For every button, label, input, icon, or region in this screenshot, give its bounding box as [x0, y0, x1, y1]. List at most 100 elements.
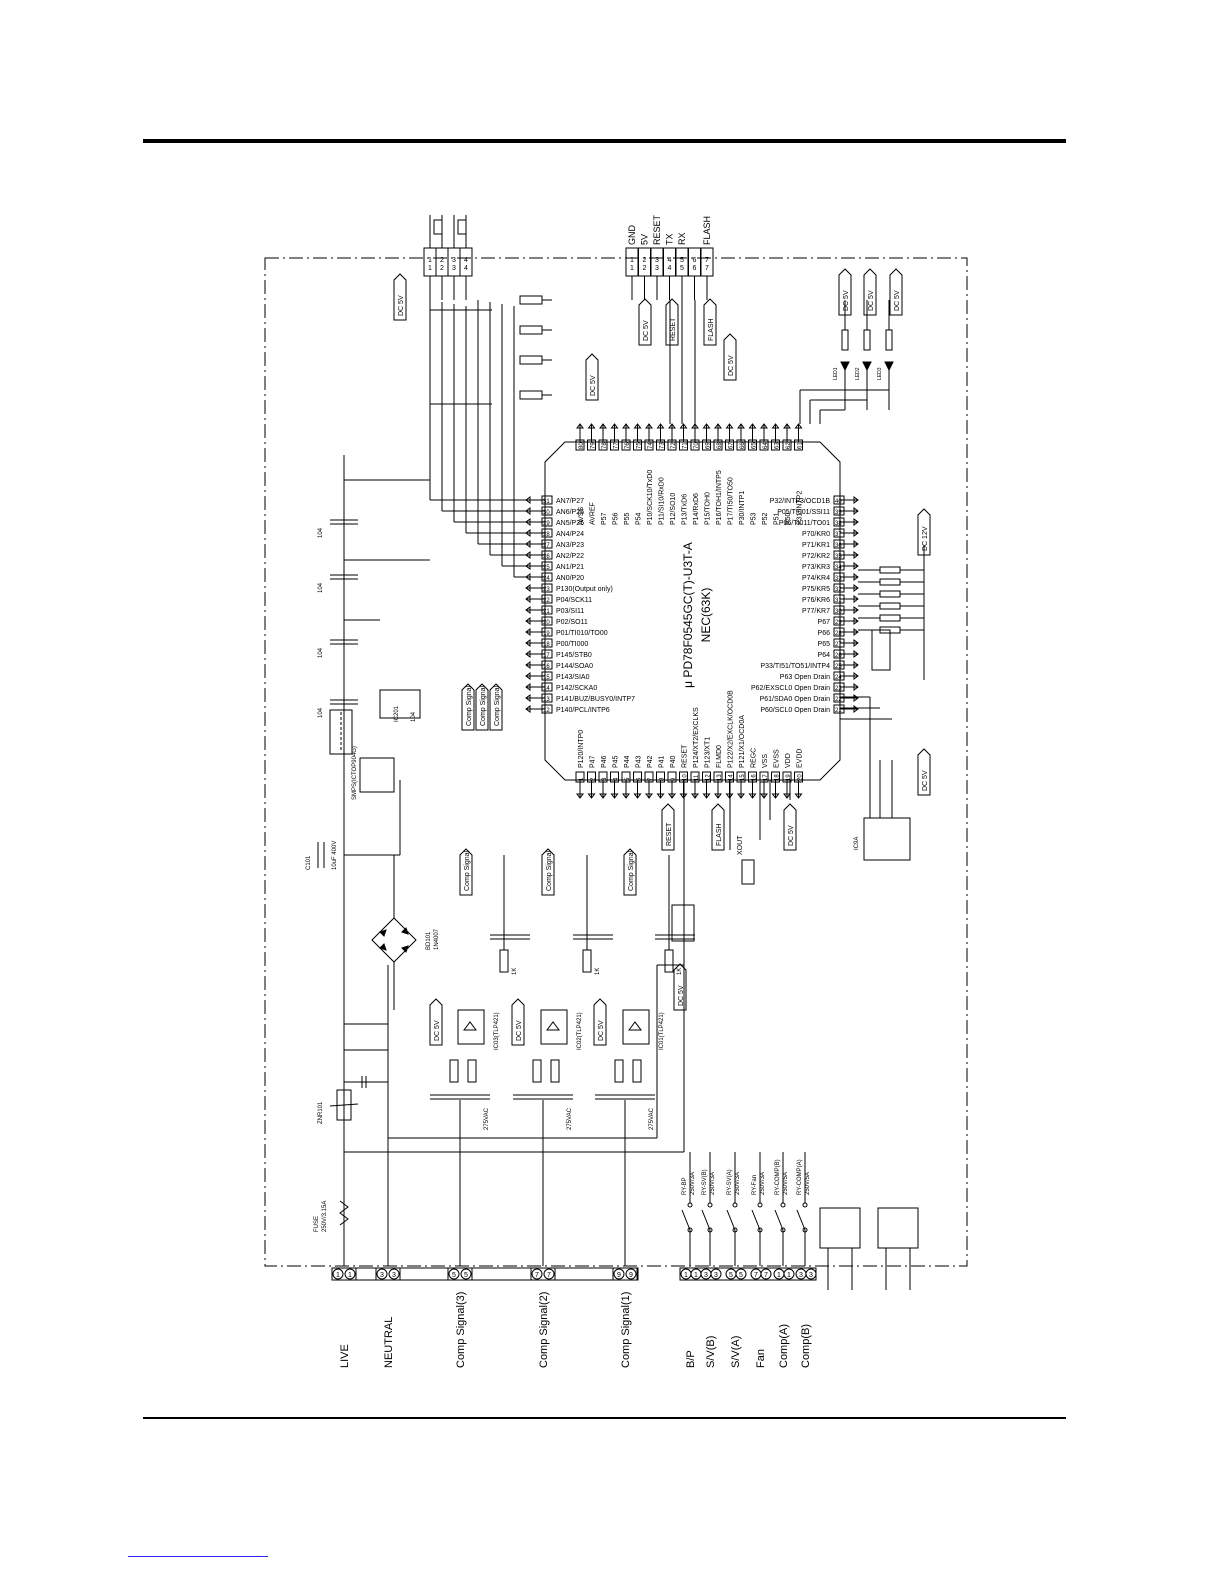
relay-ry-comp-b-: RY-COMP(B)250V/5A — [774, 1152, 789, 1233]
net-flag-label: Comp Signal — [546, 850, 553, 891]
net-flag-label: DC 5V — [728, 355, 735, 376]
mcu-pin-arrow — [576, 793, 584, 799]
mcu-pin-name: P45 — [613, 755, 620, 768]
mcu-pin-number: 67 — [729, 442, 735, 449]
mcu-pin-box — [833, 528, 845, 538]
net-flag-label: DC 5V — [434, 1020, 441, 1041]
flash-pin-number: 7 — [705, 265, 709, 272]
mcu-pin-box — [833, 616, 845, 626]
mcu-pin-number: 17 — [543, 653, 550, 659]
mcu-pin-name: P31/INTP2 — [797, 491, 804, 525]
mcu-pin-arrow — [633, 793, 642, 799]
mcu-pin-name: AN2/P22 — [556, 553, 584, 560]
mcu-pin-name: P33/TI51/TO51/INTP4 — [760, 663, 830, 670]
mcu-pin-box — [575, 439, 585, 451]
mcu-pin-name: P32/INTP3/OCD1B — [770, 498, 831, 505]
relay-rating: 250V/5A — [783, 1172, 789, 1195]
mcu-pin-name: P76/KR6 — [802, 597, 830, 604]
mcu-pin-number: 25 — [835, 664, 842, 670]
mcu-pin-box — [541, 572, 553, 582]
net-flag-shape — [783, 803, 797, 851]
flag-comp-signal-mcu-3: Comp Signal — [461, 683, 475, 731]
adc-divider-resistor — [519, 325, 543, 335]
mcu-pin-arrow — [525, 683, 531, 691]
mcu-pin-arrow — [656, 793, 665, 799]
mcu-pin-name: P142/SCKA0 — [556, 685, 597, 692]
flash-pin-number: 6 — [693, 265, 697, 272]
fuse: FUSE 250V/3.15A — [314, 1200, 349, 1232]
mcu-pin-name: AN4/P24 — [556, 531, 584, 538]
connector-pin-number: 1 — [777, 1272, 781, 1279]
mcu-pin-box — [541, 649, 553, 659]
mcu-pin-number: 25 — [543, 565, 550, 571]
mcu-pin-arrow — [525, 507, 531, 515]
header-pin-number: 4 — [464, 265, 468, 272]
mcu-pin-box — [702, 439, 711, 451]
adc-wiring — [429, 295, 552, 578]
resistor-value: 1K — [595, 968, 601, 975]
net-flag-label: FLASH — [716, 823, 723, 846]
mcu-pin-arrow — [760, 423, 768, 429]
mcu-pin-name: P55 — [624, 512, 631, 525]
mcu-pin-box — [782, 771, 792, 783]
mcu-pin-name: AN5/P25 — [556, 520, 584, 527]
net-flag-label: DC 5V — [788, 825, 795, 846]
mcu-pin-arrow — [633, 423, 642, 429]
line-filter — [343, 1023, 389, 1051]
relay-coil-box — [877, 1207, 919, 1249]
pull-up-resistor — [664, 949, 674, 973]
relay-contact — [732, 1227, 738, 1233]
mcu-pin-box — [541, 539, 553, 549]
mcu-pin-number: 77 — [614, 442, 620, 449]
mcu-pin-arrow — [656, 423, 665, 429]
mcu-pin-arrow — [783, 793, 791, 799]
net-flag-shape — [461, 683, 475, 731]
mcu-pin-name: AN0/P20 — [556, 575, 584, 582]
connector-label: Comp Signal(3) — [455, 1292, 467, 1368]
bulk-cap-label: C101 — [306, 855, 312, 870]
mcu-pin-number: 2 — [591, 777, 597, 781]
relay-switch — [751, 1209, 761, 1231]
mcu-pin-arrow — [737, 423, 745, 429]
opto-led — [463, 1021, 477, 1031]
connector-label: LIVE — [339, 1344, 351, 1368]
mcu-pin-number: 73 — [660, 442, 666, 449]
mcu-pin-arrow — [645, 793, 653, 799]
opto-vac-rating: 275VAC — [567, 1107, 573, 1130]
opto-led — [546, 1021, 560, 1031]
mcu-pin-box — [541, 517, 553, 527]
led-label: LED2 — [855, 367, 861, 380]
mcu-pin-number: 28 — [835, 631, 842, 637]
flash-pin-number: 3 — [655, 257, 659, 264]
mcu-pin-name: P05/TI001/SSI11 — [777, 509, 830, 516]
mcu-pin-arrow — [737, 793, 745, 799]
net-flag-label: DC 5V — [398, 295, 405, 316]
net-flag-shape — [863, 268, 877, 316]
optocoupler — [622, 1009, 650, 1045]
flash-pin-number: 7 — [705, 257, 709, 264]
relay-switch — [681, 1209, 691, 1231]
mcu-pin-arrow — [610, 793, 619, 799]
net-flag-shape — [623, 848, 637, 896]
mcu-pin-number: 17 — [763, 774, 769, 781]
resistor-array — [871, 629, 891, 671]
mcu-pin-name: P51 — [774, 512, 781, 525]
mcu-pin-box — [541, 583, 553, 593]
optocoupler-label: IC02(TLP421) — [577, 1012, 583, 1050]
connector-pin-number: 5 — [452, 1272, 456, 1279]
flash-pin-number: 5 — [680, 257, 684, 264]
mcu-pin-arrow — [748, 423, 757, 429]
mcu-pin-arrow — [587, 793, 596, 799]
flash-pin-number: 6 — [693, 257, 697, 264]
mcu-pin-box — [679, 439, 688, 451]
mcu-pin-number: 15 — [740, 774, 746, 781]
mcu-pin-box — [833, 583, 845, 593]
mcu-pin-box — [759, 771, 769, 783]
mcu-pin-number: 1 — [579, 777, 585, 781]
connector-label: S/V(B) — [705, 1336, 717, 1368]
mcu-pin-number: 7 — [648, 777, 654, 781]
xout-label: XOUT — [737, 835, 744, 855]
